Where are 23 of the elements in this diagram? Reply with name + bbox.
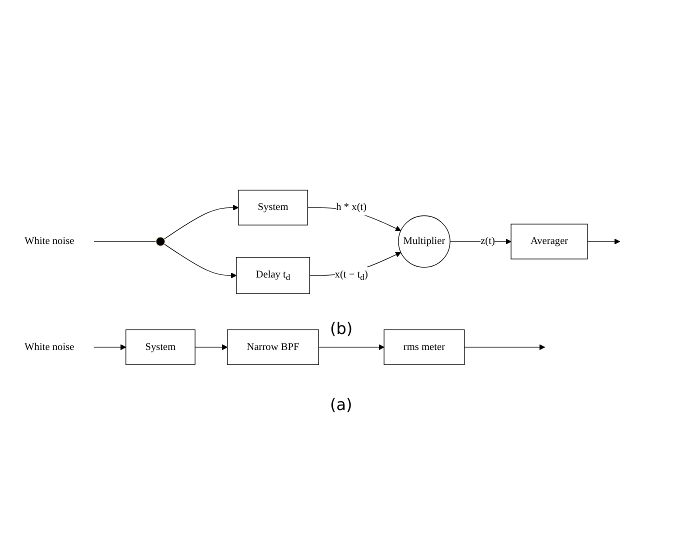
arrow [587, 238, 620, 244]
node-text: White noise [24, 341, 74, 352]
node-circle: Multiplier [398, 216, 450, 268]
node-box: Delay t$_{d}$ [236, 257, 310, 294]
node-box: Narrow BPF [227, 330, 319, 366]
connector [93, 241, 156, 242]
node-box: Averager [510, 224, 588, 260]
arrow [164, 204, 239, 240]
node-box: System [238, 190, 308, 226]
arrow [318, 344, 384, 350]
edge-label: h * x(t) [336, 202, 367, 213]
edge-label: x(t − t$_{d}$) [334, 269, 368, 282]
panel-label: (b) [330, 319, 353, 338]
edge-label: z(t) [480, 236, 495, 247]
arrow [164, 244, 237, 278]
node-text: White noise [24, 236, 74, 247]
node-box: System [126, 330, 196, 366]
arrow [464, 344, 546, 350]
arrow [450, 238, 512, 244]
node-box: rms meter [384, 330, 465, 366]
panel-label: (a) [330, 394, 352, 414]
arrow [194, 344, 228, 350]
arrow [93, 344, 126, 350]
